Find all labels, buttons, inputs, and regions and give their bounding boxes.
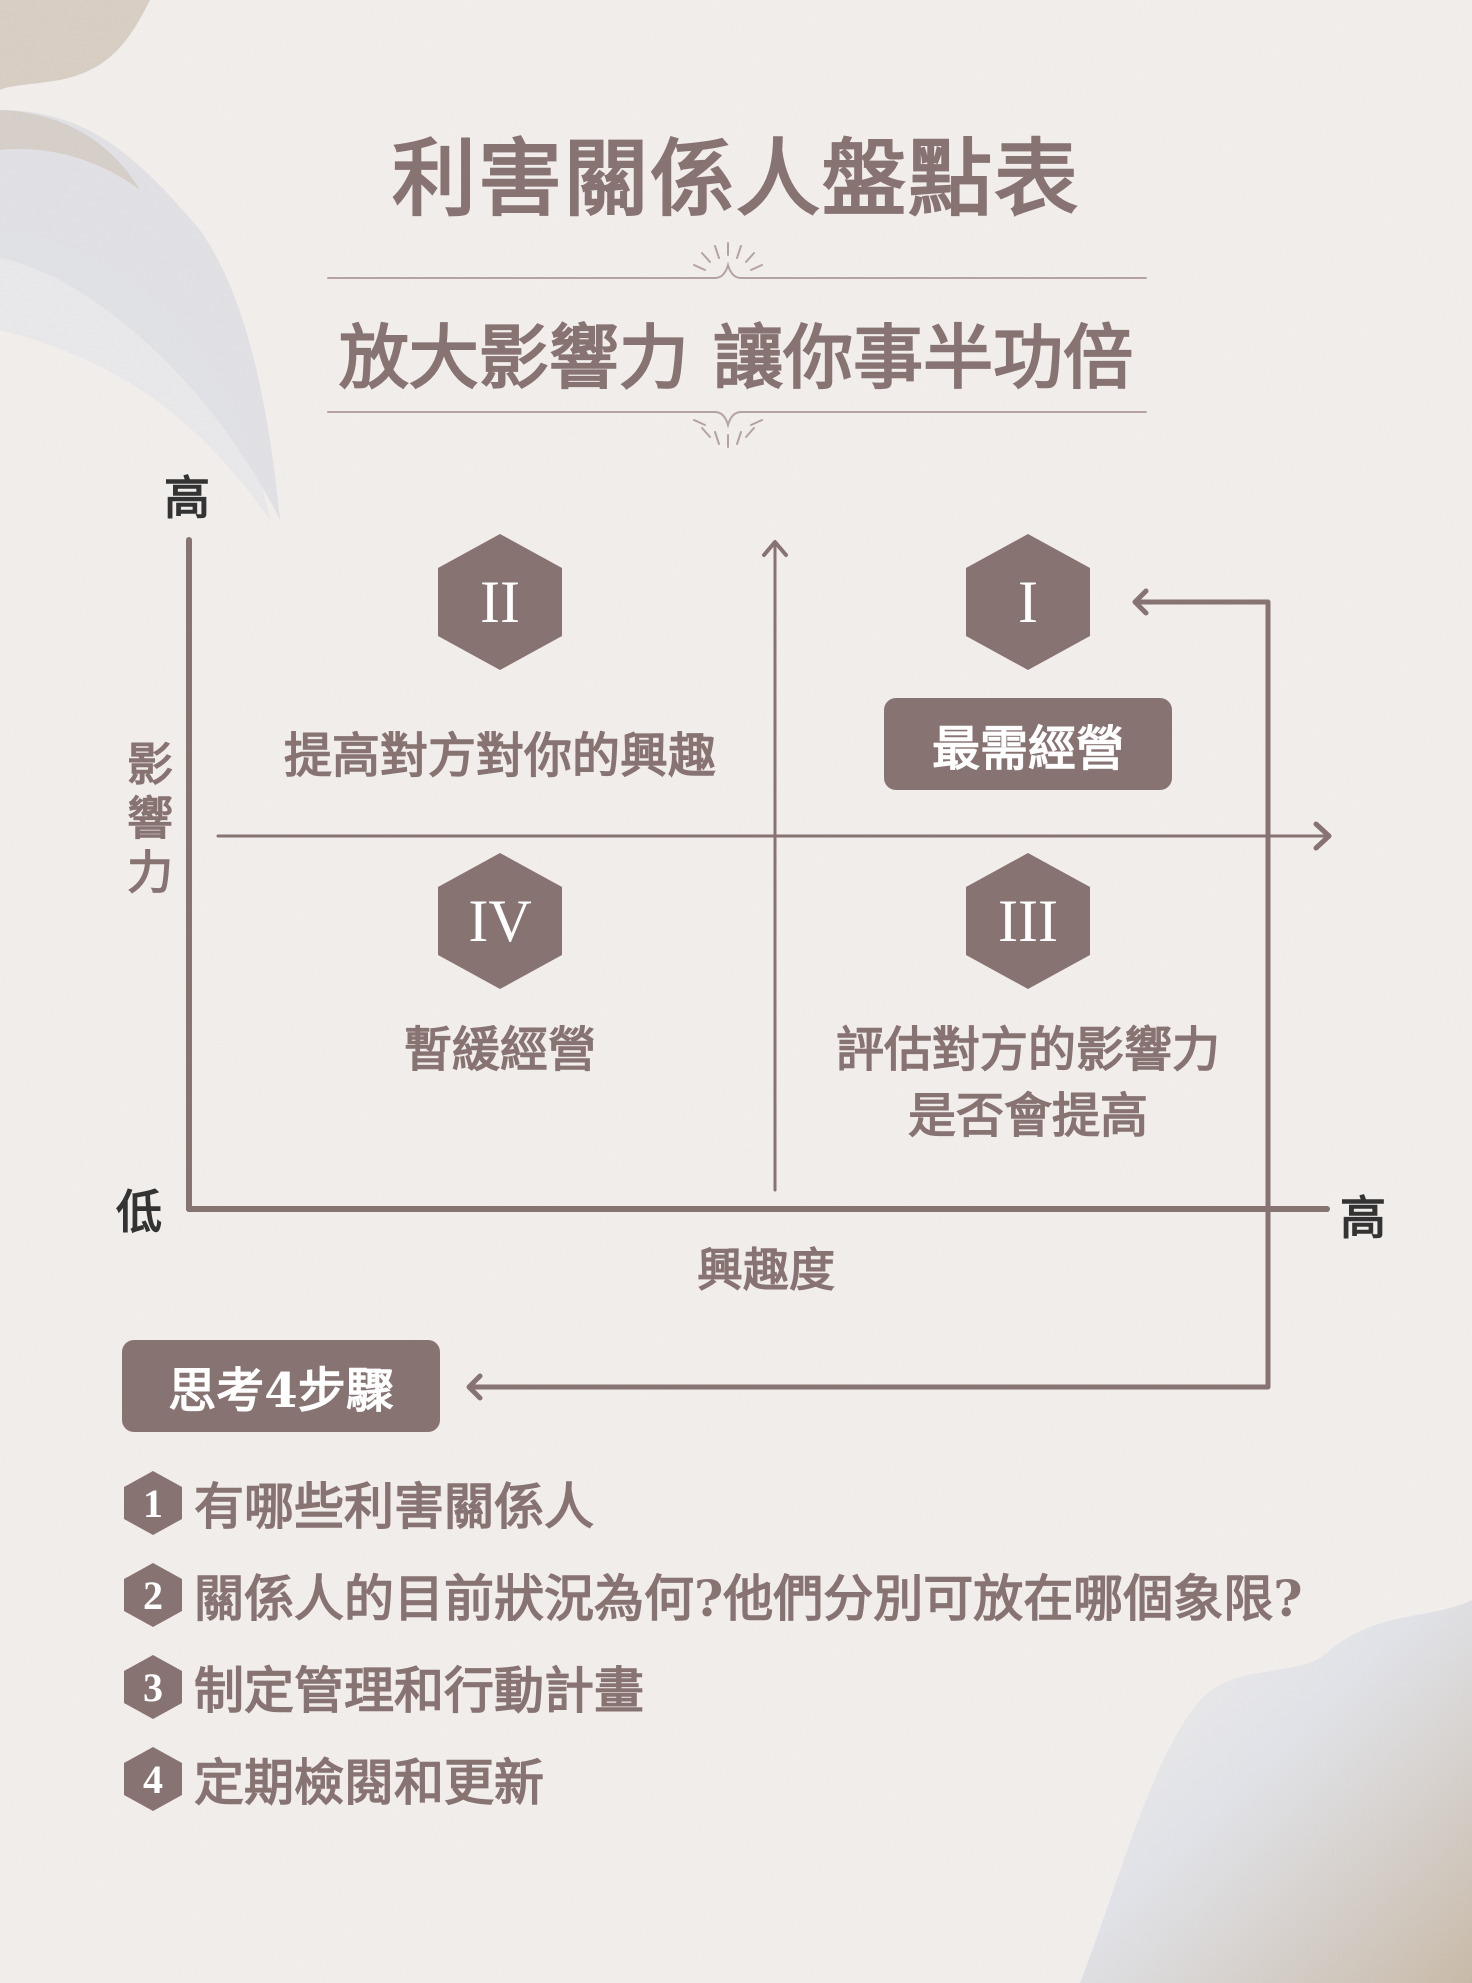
- step-text: 定期檢閱和更新: [194, 1753, 544, 1812]
- quadrant-iii-label-line1: 評估對方的影響力: [835, 1022, 1220, 1078]
- center-horizontal-arrowhead: [1313, 821, 1332, 851]
- step-text: 制定管理和行動計畫: [194, 1661, 644, 1720]
- step-number-badge: 1: [124, 1471, 182, 1535]
- step-number-badge: 3: [124, 1655, 182, 1719]
- y-axis-high-label: 高: [164, 471, 210, 525]
- quadrant-ii-label: 提高對方對你的興趣: [283, 728, 716, 784]
- step-item: 2 關係人的目前狀況為何?他們分別可放在哪個象限?: [124, 1560, 1303, 1630]
- step-item: 3 制定管理和行動計畫: [124, 1652, 1303, 1722]
- steps-list: 1 有哪些利害關係人 2 關係人的目前狀況為何?他們分別可放在哪個象限? 3 制…: [124, 1468, 1303, 1814]
- step-text: 有哪些利害關係人: [194, 1477, 594, 1536]
- quadrant-iv-label: 暫緩經營: [403, 1022, 596, 1078]
- y-axis-low-label: 低: [116, 1185, 162, 1239]
- steps-heading: 思考4步驟: [122, 1340, 440, 1432]
- y-axis-title: 影響力: [120, 740, 174, 902]
- flow-connector-line: [467, 599, 1271, 1390]
- center-vertical-arrowhead: [762, 540, 788, 557]
- step-text: 關係人的目前狀況為何?他們分別可放在哪個象限?: [194, 1569, 1303, 1628]
- divider-ornament-top: [327, 242, 1147, 279]
- quadrant-i-pill: 最需經營: [884, 698, 1172, 790]
- step-item: 1 有哪些利害關係人: [124, 1468, 1303, 1538]
- step-number-badge: 4: [124, 1747, 182, 1811]
- quadrant-iii-label-line2: 是否會提高: [907, 1088, 1148, 1144]
- quadrant-ii-badge: II: [438, 534, 562, 670]
- page-subtitle: 放大影響力 讓你事半功倍: [338, 316, 1134, 399]
- page-title: 利害關係人盤點表: [391, 129, 1080, 228]
- divider-ornament-bottom: [327, 411, 1147, 448]
- flow-arrowhead-to-quadrant-i: [1132, 588, 1149, 616]
- x-axis-title: 興趣度: [697, 1243, 835, 1297]
- step-item: 4 定期檢閱和更新: [124, 1744, 1303, 1814]
- flow-arrowhead-to-steps: [466, 1373, 483, 1401]
- step-number-badge: 2: [124, 1563, 182, 1627]
- quadrant-iv-badge: IV: [438, 853, 562, 989]
- x-axis-high-label: 高: [1340, 1191, 1386, 1245]
